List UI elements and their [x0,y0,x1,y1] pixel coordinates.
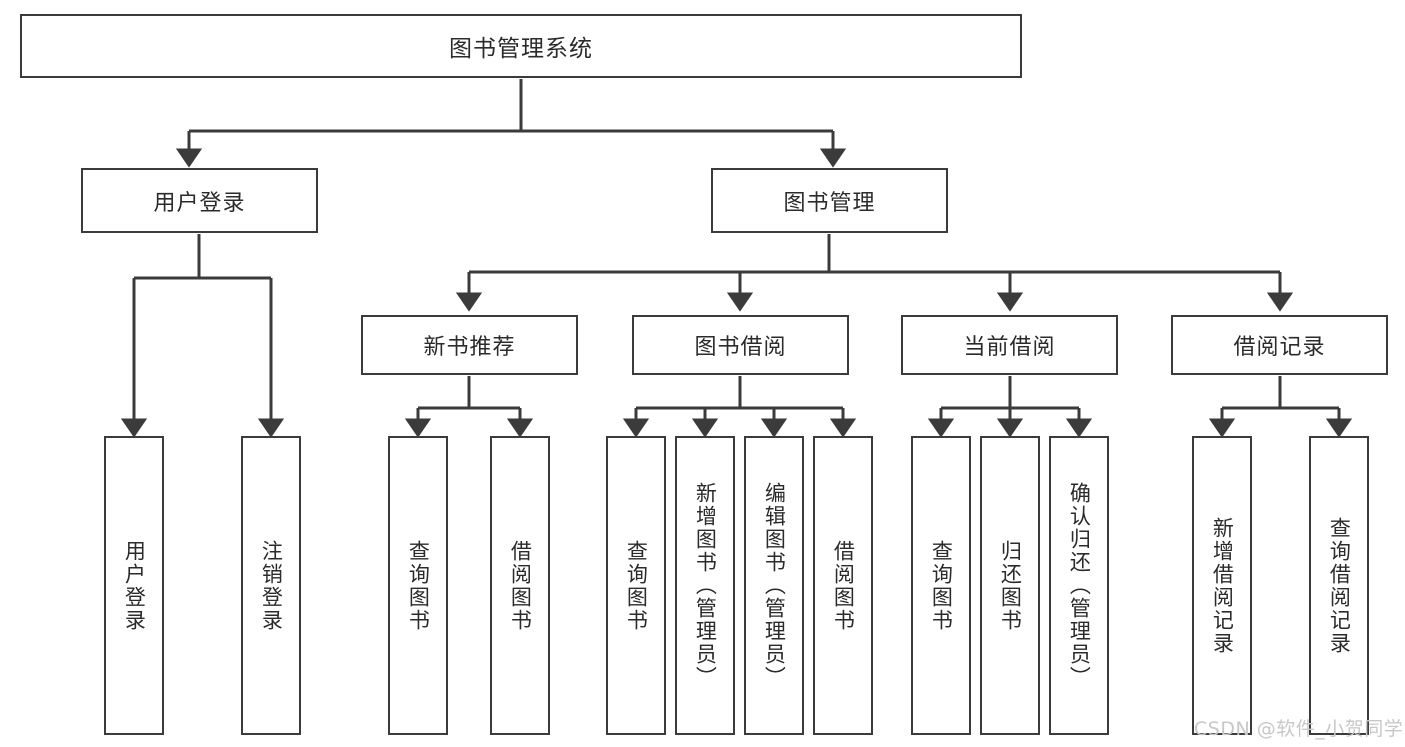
node-label: 新增图书（管理员） [693,482,718,689]
node-leaf-user-login[interactable]: 用户登录 [104,436,164,735]
node-label: 借阅图书 [508,539,533,632]
node-leaf-borrow-book[interactable]: 借阅图书 [813,436,873,735]
node-leaf-add-book-admin[interactable]: 新增图书（管理员） [675,436,735,735]
node-root-book-management-system[interactable]: 图书管理系统 [20,14,1022,78]
node-label: 用户登录 [122,539,147,632]
node-borrow-record[interactable]: 借阅记录 [1171,315,1388,375]
node-book-management[interactable]: 图书管理 [711,168,948,233]
node-leaf-query-book-recommend[interactable]: 查询图书 [388,436,448,735]
node-leaf-return-book[interactable]: 归还图书 [980,436,1040,735]
node-leaf-query-book-current[interactable]: 查询图书 [911,436,971,735]
node-current-borrow[interactable]: 当前借阅 [901,315,1118,375]
node-label: 图书管理系统 [449,36,593,62]
node-leaf-query-book-borrow[interactable]: 查询图书 [606,436,666,735]
node-label: 编辑图书（管理员） [762,482,787,689]
node-leaf-add-borrow-record[interactable]: 新增借阅记录 [1192,436,1252,735]
node-label: 当前借阅 [963,335,1056,360]
node-label: 借阅图书 [831,539,856,632]
node-leaf-edit-book-admin[interactable]: 编辑图书（管理员） [744,436,804,735]
node-label: 确认归还（管理员） [1067,482,1092,689]
node-label: 图书借阅 [694,335,787,360]
node-label: 查询图书 [929,539,954,632]
node-label: 用户登录 [153,190,246,216]
node-label: 新增借阅记录 [1210,516,1235,655]
node-leaf-query-borrow-record[interactable]: 查询借阅记录 [1309,436,1369,735]
node-label: 借阅记录 [1233,335,1326,360]
node-book-borrow[interactable]: 图书借阅 [632,315,849,375]
node-label: 查询图书 [624,539,649,632]
node-label: 查询借阅记录 [1327,516,1352,655]
node-label: 归还图书 [998,539,1023,632]
node-leaf-confirm-return-admin[interactable]: 确认归还（管理员） [1049,436,1109,735]
node-leaf-logout-login[interactable]: 注销登录 [241,436,301,735]
node-leaf-borrow-book-recommend[interactable]: 借阅图书 [490,436,550,735]
csdn-watermark: CSDN @软件_小贺同学 [1194,718,1404,740]
node-new-book-recommend[interactable]: 新书推荐 [361,315,578,375]
node-label: 注销登录 [259,539,284,632]
node-user-login[interactable]: 用户登录 [81,168,318,233]
node-label: 新书推荐 [423,335,516,360]
node-label: 图书管理 [783,190,876,216]
node-label: 查询图书 [406,539,431,632]
